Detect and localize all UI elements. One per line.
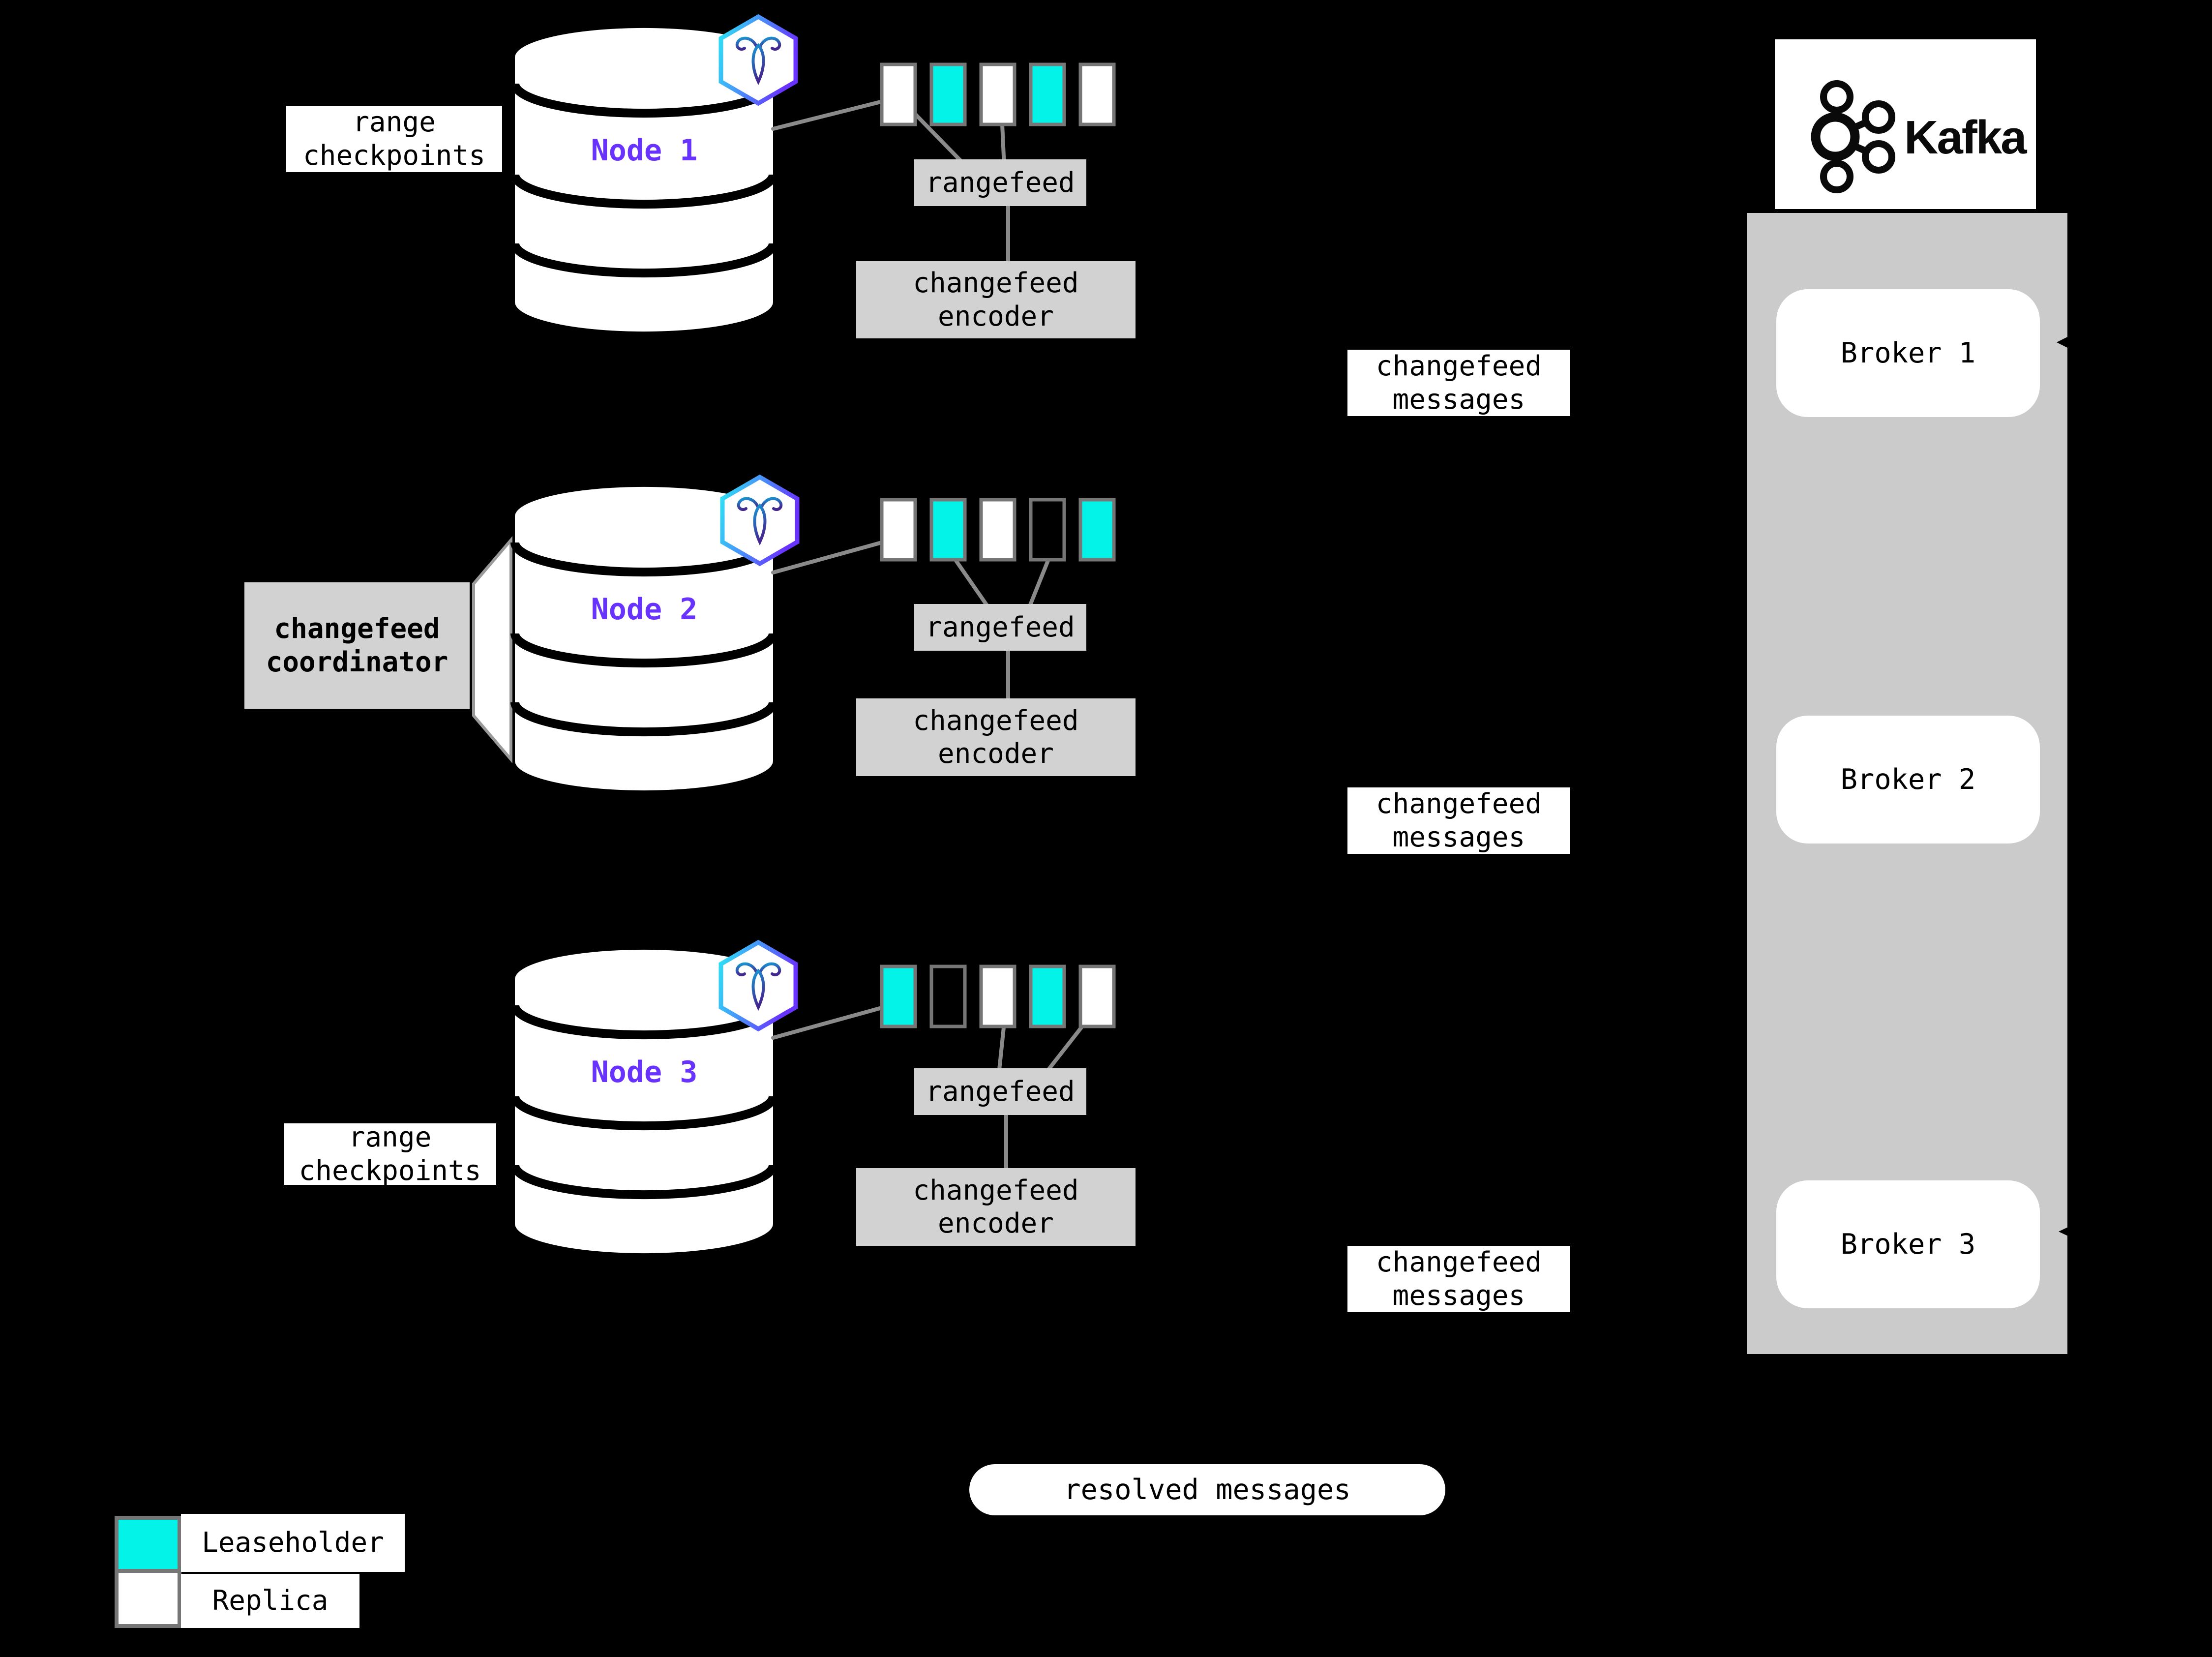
broker-label: Broker 1 bbox=[1840, 337, 1976, 369]
changefeed-messages-label: changefeed messages bbox=[1347, 1246, 1570, 1312]
changefeed-encoder-box: changefeed encoder bbox=[856, 1168, 1136, 1246]
rangefeed-box: rangefeed bbox=[914, 604, 1086, 651]
changefeed-encoder-box: changefeed encoder bbox=[856, 261, 1136, 338]
broker-box: Broker 2 bbox=[1776, 716, 2040, 844]
broker-label: Broker 2 bbox=[1840, 763, 1976, 796]
rangefeed-box: rangefeed bbox=[914, 1068, 1086, 1115]
changefeed-messages-label: changefeed messages bbox=[1347, 350, 1570, 416]
rangefeed-box: rangefeed bbox=[914, 159, 1086, 206]
changefeed-messages-label: changefeed messages bbox=[1347, 787, 1570, 854]
changefeed-coordinator-label: changefeed coordinator bbox=[244, 582, 470, 709]
broker-label: Broker 3 bbox=[1840, 1228, 1976, 1261]
broker-box: Broker 3 bbox=[1776, 1180, 2040, 1308]
range-checkpoints-label: range checkpoints bbox=[284, 1121, 496, 1187]
changefeed-encoder-box: changefeed encoder bbox=[856, 698, 1136, 776]
range-checkpoints-label: range checkpoints bbox=[286, 106, 502, 172]
resolved-messages-pill: resolved messages bbox=[969, 1464, 1445, 1515]
legend-label-replica: Replica bbox=[181, 1574, 359, 1628]
broker-box: Broker 1 bbox=[1776, 289, 2040, 417]
legend-label-leaseholder: Leaseholder bbox=[181, 1514, 405, 1572]
